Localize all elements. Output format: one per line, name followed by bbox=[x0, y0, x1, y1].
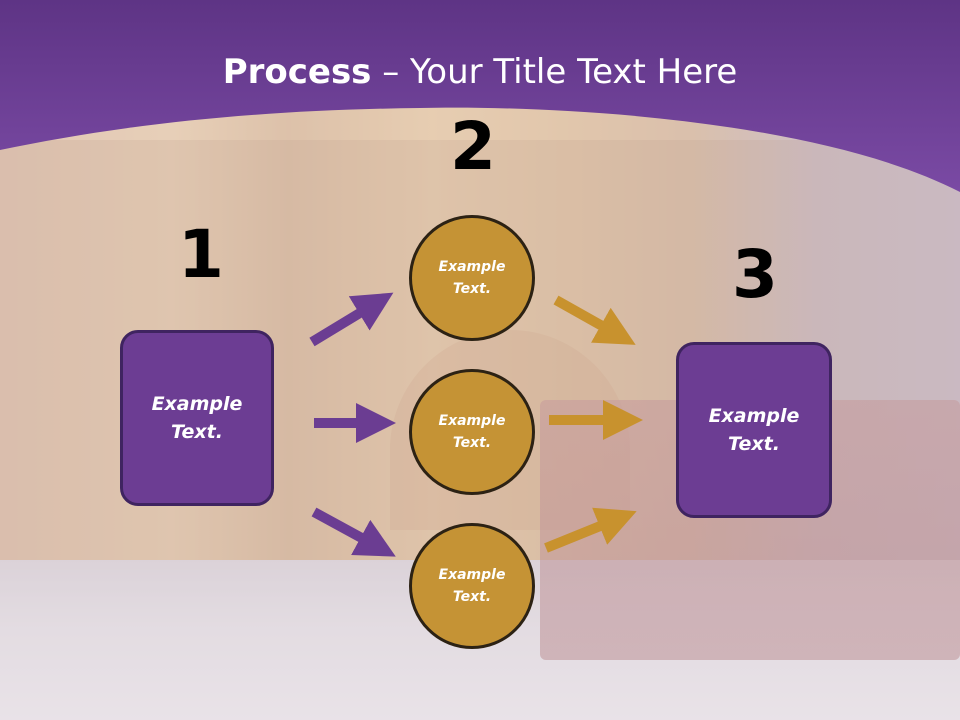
circle-bottom-line1: Example bbox=[438, 566, 506, 583]
step-circle-middle: Example Text. bbox=[409, 369, 535, 495]
step-number-3: 3 bbox=[732, 236, 778, 313]
step-box-left: Example Text. bbox=[120, 330, 274, 506]
circle-bottom-line2: Text. bbox=[452, 589, 492, 605]
arrow-left-to-bottom bbox=[311, 507, 396, 557]
step-circle-bottom: Example Text. bbox=[409, 523, 535, 649]
step-number-2: 2 bbox=[450, 108, 496, 185]
circle-top-line2: Text. bbox=[452, 281, 492, 297]
circle-middle-line2: Text. bbox=[452, 435, 492, 451]
box-right-line1: Example bbox=[708, 404, 800, 427]
title-rest: – Your Title Text Here bbox=[371, 52, 738, 92]
step-number-1: 1 bbox=[178, 216, 224, 293]
arrow-bottom-to-right bbox=[544, 507, 637, 553]
circle-top-line1: Example bbox=[438, 258, 506, 275]
step-box-right: Example Text. bbox=[676, 342, 832, 518]
arrow-left-to-top bbox=[309, 292, 394, 347]
slide-title: Process – Your Title Text Here bbox=[0, 52, 960, 92]
title-bold: Process bbox=[222, 52, 372, 92]
box-left-line1: Example bbox=[151, 392, 243, 415]
arrow-top-to-right bbox=[553, 295, 636, 345]
circle-middle-line1: Example bbox=[438, 412, 506, 429]
step-circle-top: Example Text. bbox=[409, 215, 535, 341]
box-right-line2: Text. bbox=[728, 433, 780, 455]
title-banner bbox=[0, 0, 960, 192]
box-left-line2: Text. bbox=[171, 421, 223, 443]
